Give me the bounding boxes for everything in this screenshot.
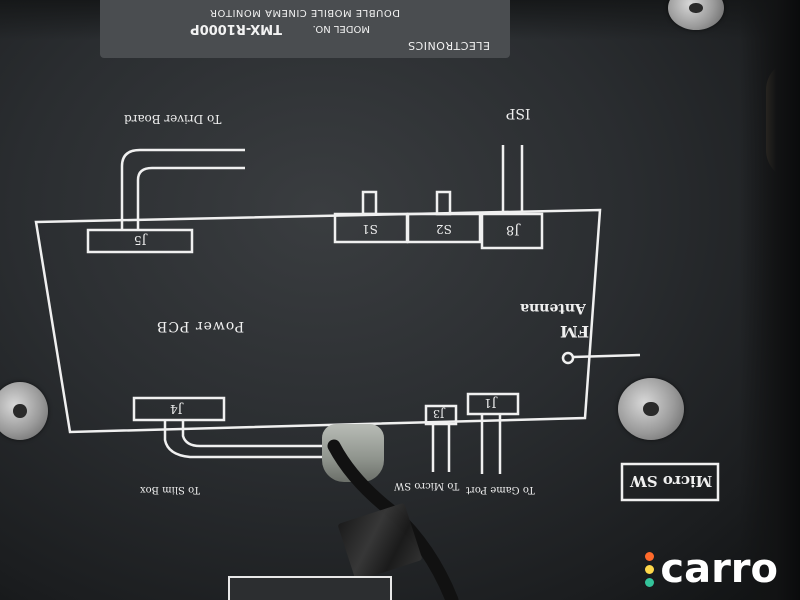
s2-box (406, 212, 482, 244)
slim-box-cable-inner (181, 420, 335, 448)
fm-antenna-line (572, 353, 641, 359)
j5-box (86, 228, 194, 254)
label-to-driver-board: To Driver Board (124, 112, 222, 126)
watermark-dots-icon (645, 551, 655, 587)
label-to-game-port: To Game Port (466, 484, 535, 495)
label-antenna: Antenna (520, 300, 586, 316)
j8-box (480, 212, 544, 250)
panel-shadow-right (740, 0, 800, 600)
slim-box-cable-outer (163, 420, 335, 459)
screw-left (0, 382, 48, 440)
label-j1: J1 (484, 396, 497, 410)
j4-box (132, 396, 226, 422)
watermark-dot-2 (645, 564, 655, 574)
label-to-micro-sw: To Micro SW (394, 480, 460, 491)
label-j5: J5 (134, 233, 147, 247)
model-label-plate: ELECTRONICS MODEL NO. TMX-R1000P DOUBLE … (100, 0, 510, 58)
driver-board-cable-inner (136, 166, 245, 230)
watermark-dot-3 (645, 577, 655, 587)
label-to-slim-box: To Slim Box (140, 484, 201, 495)
label-fm: FM (560, 322, 590, 341)
carro-watermark: carro (645, 546, 778, 592)
bottom-label-plate (228, 576, 392, 600)
j1-box (466, 392, 520, 416)
label-s2: S2 (436, 222, 452, 236)
j3-box (424, 404, 458, 426)
screw-right (618, 378, 684, 440)
watermark-text: carro (660, 546, 778, 592)
label-j8: J8 (506, 222, 520, 237)
driver-board-cable-outer (120, 148, 245, 230)
label-isp: ISP (506, 105, 531, 121)
label-s1: S1 (362, 222, 378, 236)
micro-sw-box (620, 462, 720, 502)
label-j3: J3 (433, 407, 445, 420)
label-power-pcb: Power PCB (156, 318, 245, 334)
label-j4: J4 (170, 402, 183, 416)
label-micro-sw: Micro SW (630, 472, 713, 490)
watermark-dot-1 (645, 551, 655, 561)
fm-antenna-node (561, 351, 575, 365)
